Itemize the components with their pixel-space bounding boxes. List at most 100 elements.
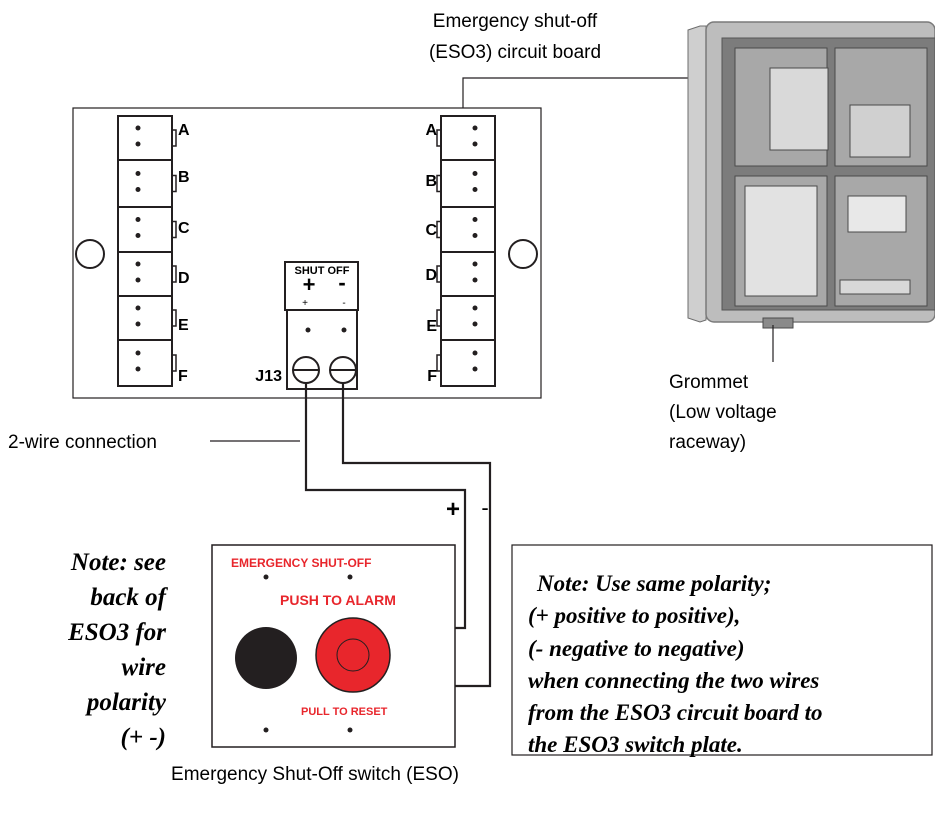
board-title-line2: (ESO3) circuit board — [429, 42, 601, 63]
minus-large: - — [338, 270, 345, 295]
left-letter-d: D — [178, 270, 190, 287]
right-note-line4: when connecting the two wires — [528, 668, 819, 693]
eso3-board-in-enclosure — [769, 67, 829, 151]
right-terminal-strip — [436, 115, 496, 387]
right-notch-c — [436, 220, 441, 239]
black-button — [235, 627, 297, 689]
left-pin-c-1 — [135, 217, 141, 222]
wire-positive — [304, 383, 467, 630]
j13-pin-minus — [341, 327, 347, 333]
right-letter-d: D — [425, 267, 437, 284]
switch-title: EMERGENCY SHUT-OFF — [231, 556, 371, 570]
shutoff-label-box — [284, 261, 359, 311]
right-note-line6: the ESO3 switch plate. — [528, 732, 743, 757]
left-terminal-strip — [117, 115, 177, 387]
grommet — [762, 317, 794, 329]
left-mounting-hole — [75, 239, 105, 269]
right-letter-f: F — [427, 368, 437, 385]
switch-caption: Emergency Shut-Off switch (ESO) — [171, 764, 459, 785]
red-button-inner-ring — [336, 638, 370, 672]
left-note-line1: Note: see — [70, 549, 166, 576]
red-alarm-button — [315, 617, 391, 693]
left-letter-e: E — [178, 317, 189, 334]
right-pin-a-2 — [472, 141, 478, 147]
terminal-block — [847, 195, 907, 233]
left-letter-b: B — [178, 169, 190, 186]
right-note-line1: Note: Use same polarity; — [536, 571, 771, 596]
controller-enclosure-illustration — [687, 21, 935, 329]
left-pin-d-2 — [135, 277, 141, 283]
terminal-strip — [839, 279, 911, 295]
right-notch-b — [436, 174, 441, 193]
left-pin-b-2 — [135, 187, 141, 192]
right-pin-d-1 — [472, 261, 478, 267]
right-pin-f-1 — [472, 350, 478, 356]
right-notch-e — [436, 309, 441, 327]
wire-minus-label: - — [481, 495, 488, 520]
plus-large: + — [303, 272, 316, 297]
pull-to-reset-label: PULL TO RESET — [301, 706, 388, 718]
j13-pin-plus — [305, 327, 311, 333]
right-pin-e-2 — [472, 321, 478, 327]
left-notch-a — [172, 129, 177, 147]
left-pin-f-1 — [135, 350, 141, 356]
right-note-line5: from the ESO3 circuit board to — [528, 700, 823, 725]
right-mounting-hole — [508, 239, 538, 269]
right-notch-d — [436, 265, 441, 283]
left-pin-c-2 — [135, 233, 141, 238]
left-pin-a-2 — [135, 141, 141, 147]
board-callout-line — [462, 77, 735, 108]
right-note-line3: (- negative to negative) — [528, 636, 745, 661]
push-to-alarm-label: PUSH TO ALARM — [280, 592, 396, 608]
left-note-line5: polarity — [85, 689, 167, 716]
right-pin-d-2 — [472, 277, 478, 283]
left-note-line6: (+ -) — [121, 724, 166, 751]
right-pin-a-1 — [472, 125, 478, 131]
right-pin-b-1 — [472, 171, 478, 176]
j13-connector: SHUT OFF + - + - J13 — [255, 261, 359, 390]
right-note: Note: Use same polarity; (+ positive to … — [511, 544, 933, 757]
right-letter-c: C — [425, 222, 437, 239]
right-letter-b: B — [425, 173, 437, 190]
left-pin-e-2 — [135, 321, 141, 327]
left-pin-e-1 — [135, 305, 141, 311]
left-notch-f — [172, 354, 177, 372]
left-pin-a-1 — [135, 125, 141, 131]
j13-label: J13 — [255, 368, 282, 385]
right-notch-f — [436, 354, 441, 372]
plus-small: + — [302, 298, 308, 309]
enclosure-door-edge — [687, 25, 707, 323]
grommet-line2: (Low voltage — [669, 402, 777, 423]
relay-block — [744, 185, 818, 297]
right-letter-a: A — [425, 122, 437, 139]
right-notch-a — [436, 129, 441, 147]
eso3-circuit-board: A B C D E F A B C D E F SHUT OFF + - + -… — [72, 107, 542, 399]
right-note-line2: (+ positive to positive), — [528, 603, 740, 628]
left-letter-f: F — [178, 368, 188, 385]
grommet-line3: raceway) — [669, 432, 746, 453]
eso-switch-plate: EMERGENCY SHUT-OFF PUSH TO ALARM PULL TO… — [211, 544, 456, 748]
left-notch-e — [172, 309, 177, 327]
minus-small: - — [342, 298, 345, 309]
left-pin-f-2 — [135, 366, 141, 372]
right-pin-e-1 — [472, 305, 478, 311]
right-pin-c-2 — [472, 233, 478, 238]
right-pin-f-2 — [472, 366, 478, 372]
left-note-line2: back of — [90, 584, 168, 611]
left-note: Note: see back of ESO3 for wire polarity… — [67, 549, 169, 751]
two-wire-label: 2-wire connection — [8, 432, 157, 453]
right-note-box — [511, 544, 933, 756]
left-notch-b — [172, 174, 177, 193]
left-note-line4: wire — [122, 654, 166, 681]
wire-plus-label: + — [446, 496, 460, 523]
right-pin-b-2 — [472, 187, 478, 192]
left-note-line3: ESO3 for — [67, 619, 166, 646]
grommet-line1: Grommet — [669, 372, 749, 393]
right-pin-c-1 — [472, 217, 478, 222]
left-notch-c — [172, 220, 177, 239]
board-title-line1: Emergency shut-off — [433, 11, 598, 32]
left-letter-a: A — [178, 122, 190, 139]
left-letter-c: C — [178, 220, 190, 237]
left-notch-d — [172, 265, 177, 283]
